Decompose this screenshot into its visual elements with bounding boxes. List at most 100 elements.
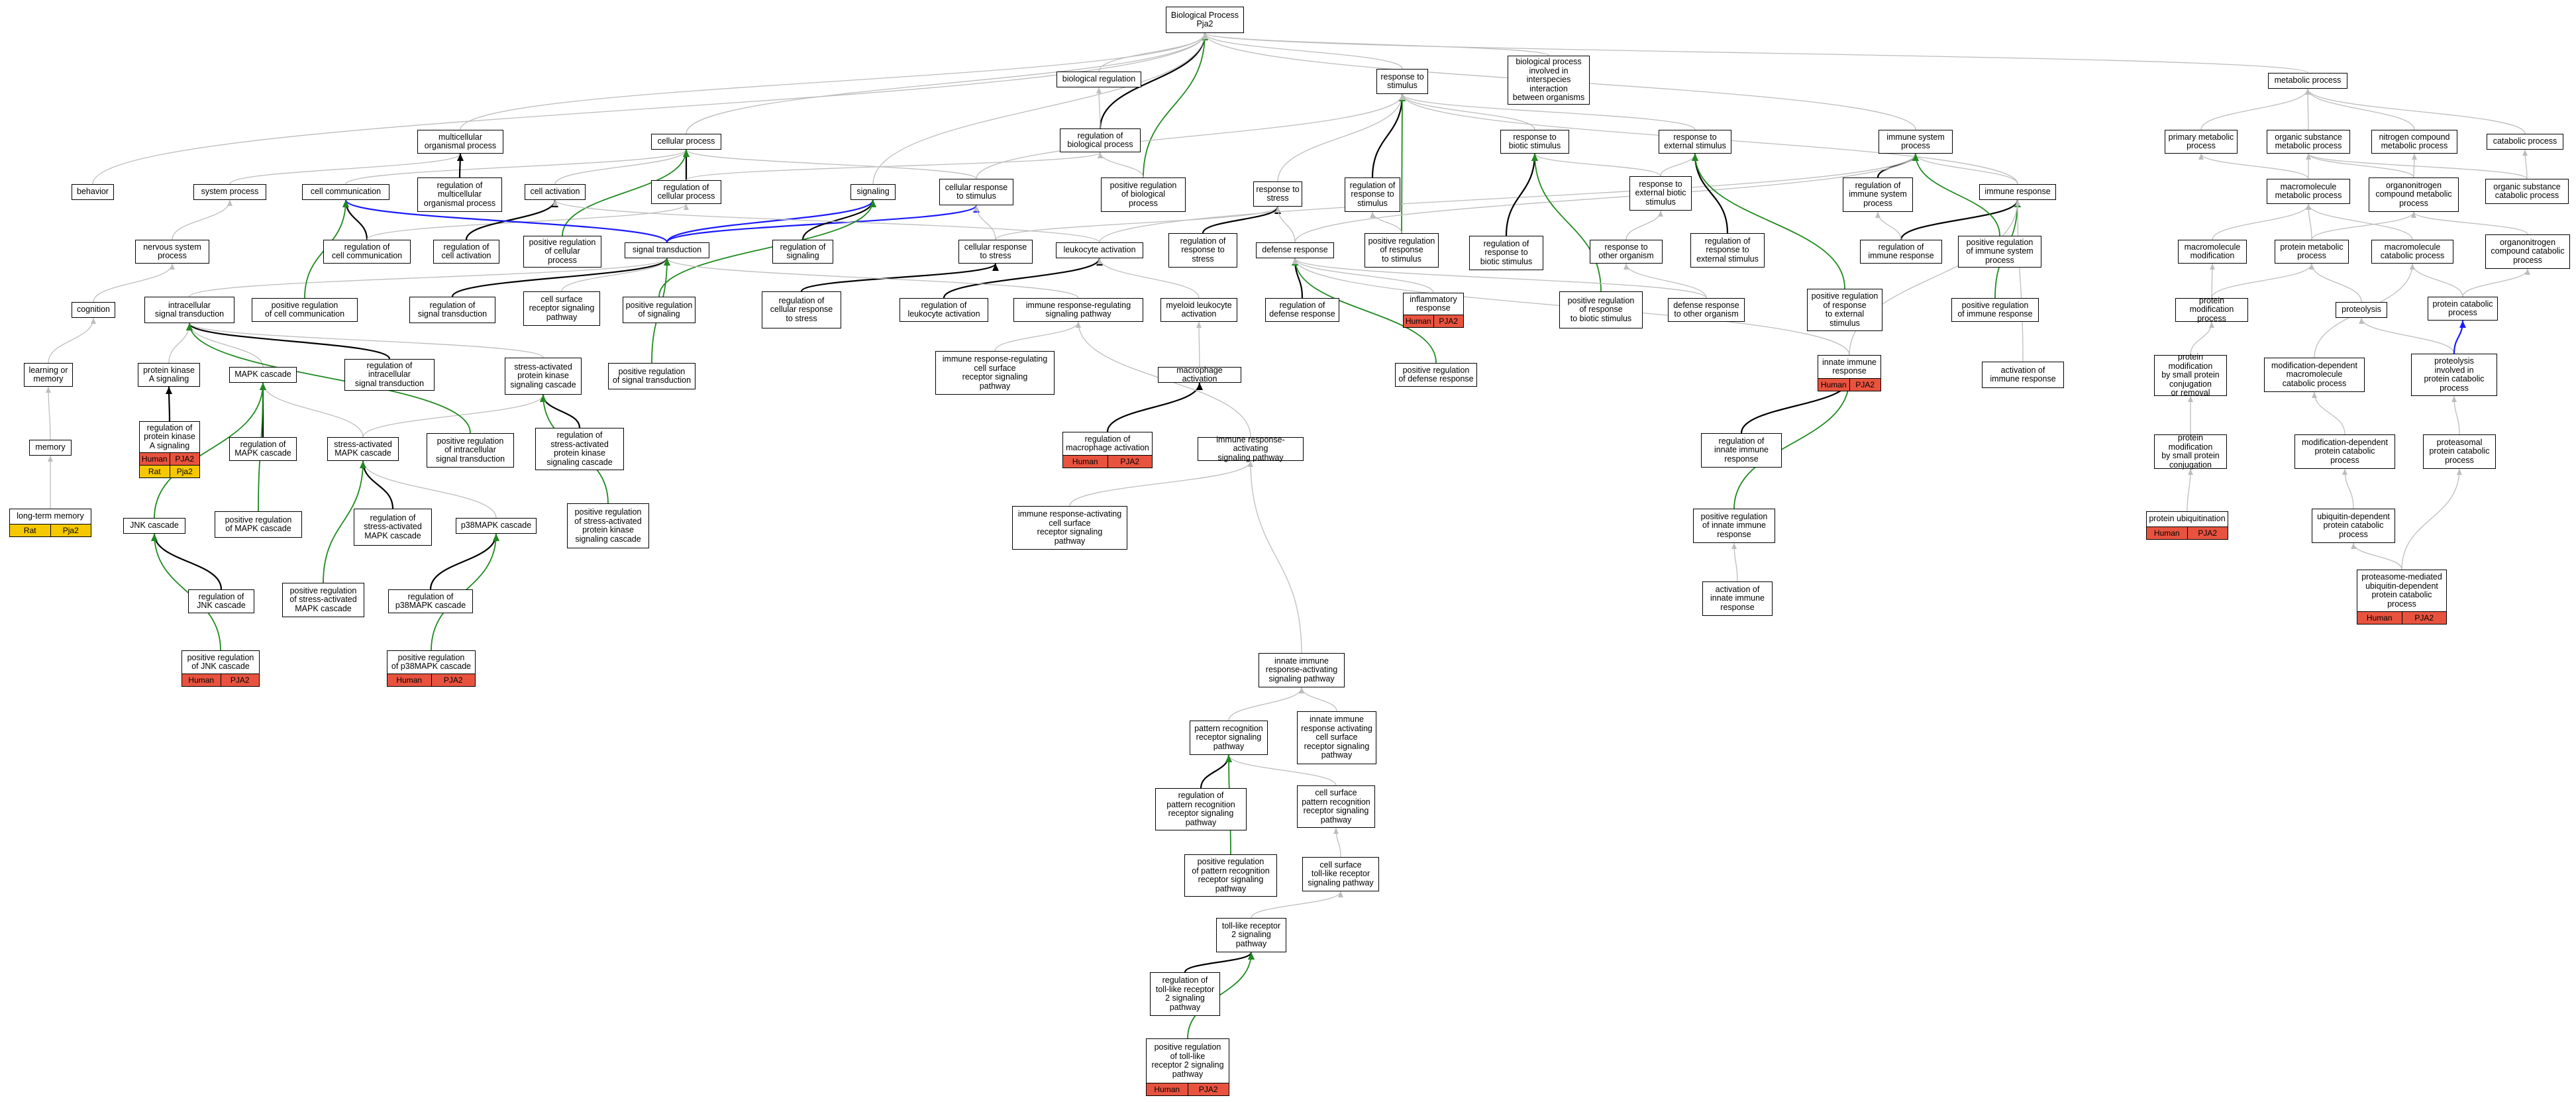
go-term-node: cellular response to stress bbox=[958, 240, 1033, 264]
go-term-node: positive regulation of pattern recogniti… bbox=[1184, 854, 1277, 897]
go-term-node: positive regulation of stress-activated … bbox=[567, 503, 649, 548]
go-term-node: regulation of protein kinase A signaling bbox=[139, 421, 200, 453]
relation-edge bbox=[1106, 382, 1203, 432]
go-term-node: immune response bbox=[1979, 184, 2056, 200]
relation-edge bbox=[1275, 206, 1296, 243]
go-term-node: regulation of signaling bbox=[772, 240, 833, 264]
go-term-node: positive regulation of signaling bbox=[623, 297, 696, 323]
go-term-node: regulation of pattern recognition recept… bbox=[1155, 788, 1247, 830]
go-term-node: cell communication bbox=[302, 184, 389, 200]
go-term-node: positive regulation of defense response bbox=[1395, 363, 1477, 387]
go-term-node: MAPK cascade bbox=[229, 367, 297, 383]
species-label: Rat bbox=[140, 466, 170, 477]
go-term-node: biological process involved in interspec… bbox=[1508, 56, 1590, 105]
go-term-node: metabolic process bbox=[2268, 73, 2347, 89]
relation-edge bbox=[1196, 321, 1202, 368]
relation-edge bbox=[465, 199, 558, 240]
go-term-node: macromolecule modification bbox=[2178, 240, 2247, 264]
gene-label: PJA2 bbox=[2402, 612, 2446, 624]
go-term-node: response to other organism bbox=[1590, 240, 1663, 264]
go-term-node: cellular response to stimulus bbox=[939, 179, 1013, 205]
go-term-node: innate immune response bbox=[1818, 355, 1881, 379]
go-term-node: toll-like receptor 2 signaling pathway bbox=[1216, 918, 1286, 952]
go-term-node: positive regulation of response to stimu… bbox=[1365, 233, 1439, 268]
relation-edge bbox=[1875, 211, 1902, 240]
go-term-node: cellular process bbox=[651, 134, 721, 150]
go-term-node: nervous system process bbox=[135, 240, 209, 264]
relation-edge bbox=[260, 382, 364, 438]
relation-edge bbox=[1099, 32, 1208, 129]
relation-edge bbox=[1731, 542, 1738, 582]
relation-edge bbox=[801, 199, 876, 240]
go-term-node: protein modification by small protein co… bbox=[2154, 353, 2227, 397]
gene-label: PJA2 bbox=[170, 453, 199, 465]
go-term-node: positive regulation of MAPK cascade bbox=[215, 511, 302, 538]
relation-edge bbox=[2306, 153, 2528, 179]
go-term-node: activation of innate immune response bbox=[1702, 581, 1773, 616]
go-term-node: macromolecule metabolic process bbox=[2267, 179, 2350, 204]
go-term-node: regulation of leukocyte activation bbox=[900, 298, 988, 322]
species-label: Human bbox=[2147, 527, 2188, 539]
go-term-node: immune response-regulating signaling pat… bbox=[1013, 298, 1143, 322]
relation-edge bbox=[1877, 153, 1919, 178]
go-term-node: biological regulation bbox=[1056, 72, 1141, 87]
go-term-node: regulation of innate immune response bbox=[1701, 433, 1782, 468]
relation-edge bbox=[666, 205, 980, 243]
go-term-node: protein modification process bbox=[2175, 296, 2248, 323]
relation-edge bbox=[2462, 268, 2530, 297]
relation-edge bbox=[1532, 153, 1661, 177]
go-term-node: response to external stimulus bbox=[1659, 130, 1731, 154]
go-term-node: regulation of stress-activated protein k… bbox=[535, 428, 624, 470]
go-term-node: stress-activated MAPK cascade bbox=[327, 437, 399, 461]
go-term-node: positive regulation of stress-activated … bbox=[282, 583, 364, 617]
relation-edge bbox=[2305, 88, 2526, 134]
go-term-node: positive regulation of response to bioti… bbox=[1559, 291, 1643, 328]
go-term-node: immune response-regulating cell surface … bbox=[935, 351, 1055, 395]
relation-edge bbox=[552, 199, 1100, 243]
relation-edge bbox=[2522, 149, 2528, 179]
relation-edge bbox=[1531, 153, 1602, 292]
go-term-node: multicellular organismal process bbox=[417, 130, 503, 154]
relation-edge bbox=[1912, 153, 2000, 236]
go-term-node: positive regulation of signal transducti… bbox=[608, 363, 696, 389]
go-term-node: cognition bbox=[72, 302, 115, 318]
go-term-node: regulation of cell activation bbox=[433, 240, 499, 264]
go-term-node: regulation of macrophage activation bbox=[1062, 432, 1153, 456]
relation-edge bbox=[1143, 32, 1208, 178]
go-term-node: regulation of biological process bbox=[1060, 128, 1141, 152]
relation-edge bbox=[1900, 199, 2021, 240]
go-term-node: proteolysis involved in protein cataboli… bbox=[2411, 354, 2497, 396]
relation-edge bbox=[229, 153, 463, 185]
relation-edge bbox=[2312, 391, 2345, 435]
go-term-node: macromolecule catabolic process bbox=[2371, 240, 2453, 264]
go-term-node: cell activation bbox=[525, 184, 586, 200]
relation-edge bbox=[2359, 317, 2455, 354]
relation-edge bbox=[1202, 32, 1549, 56]
go-term-node: regulation of toll-like receptor 2 signa… bbox=[1150, 972, 1220, 1016]
relation-edge bbox=[995, 206, 1280, 240]
go-term-node: signal transduction bbox=[625, 242, 709, 258]
go-term-node: positive regulation of biological proces… bbox=[1101, 177, 1186, 212]
relation-edge bbox=[168, 323, 192, 364]
relation-edge bbox=[1913, 153, 2018, 185]
relation-edge bbox=[1069, 460, 1253, 507]
relation-edge bbox=[1292, 258, 1434, 293]
go-term-node: macrophage activation bbox=[1158, 366, 1241, 383]
relation-edge bbox=[362, 394, 546, 438]
go-term-node: regulation of multicellular organismal p… bbox=[417, 177, 502, 212]
go-term-node: regulation of stress-activated MAPK casc… bbox=[354, 509, 432, 546]
relation-edge bbox=[994, 321, 1081, 352]
relation-edge bbox=[460, 32, 1208, 130]
go-term-node: positive regulation of cell communicatio… bbox=[252, 298, 358, 322]
go-term-node: innate immune response activating cell s… bbox=[1297, 711, 1376, 764]
go-term-node: proteasomal protein catabolic process bbox=[2423, 434, 2496, 469]
relation-edge bbox=[154, 382, 266, 519]
species-label: Human bbox=[1818, 379, 1850, 391]
relation-edge bbox=[1623, 263, 1707, 299]
relation-edge bbox=[1400, 93, 1696, 130]
